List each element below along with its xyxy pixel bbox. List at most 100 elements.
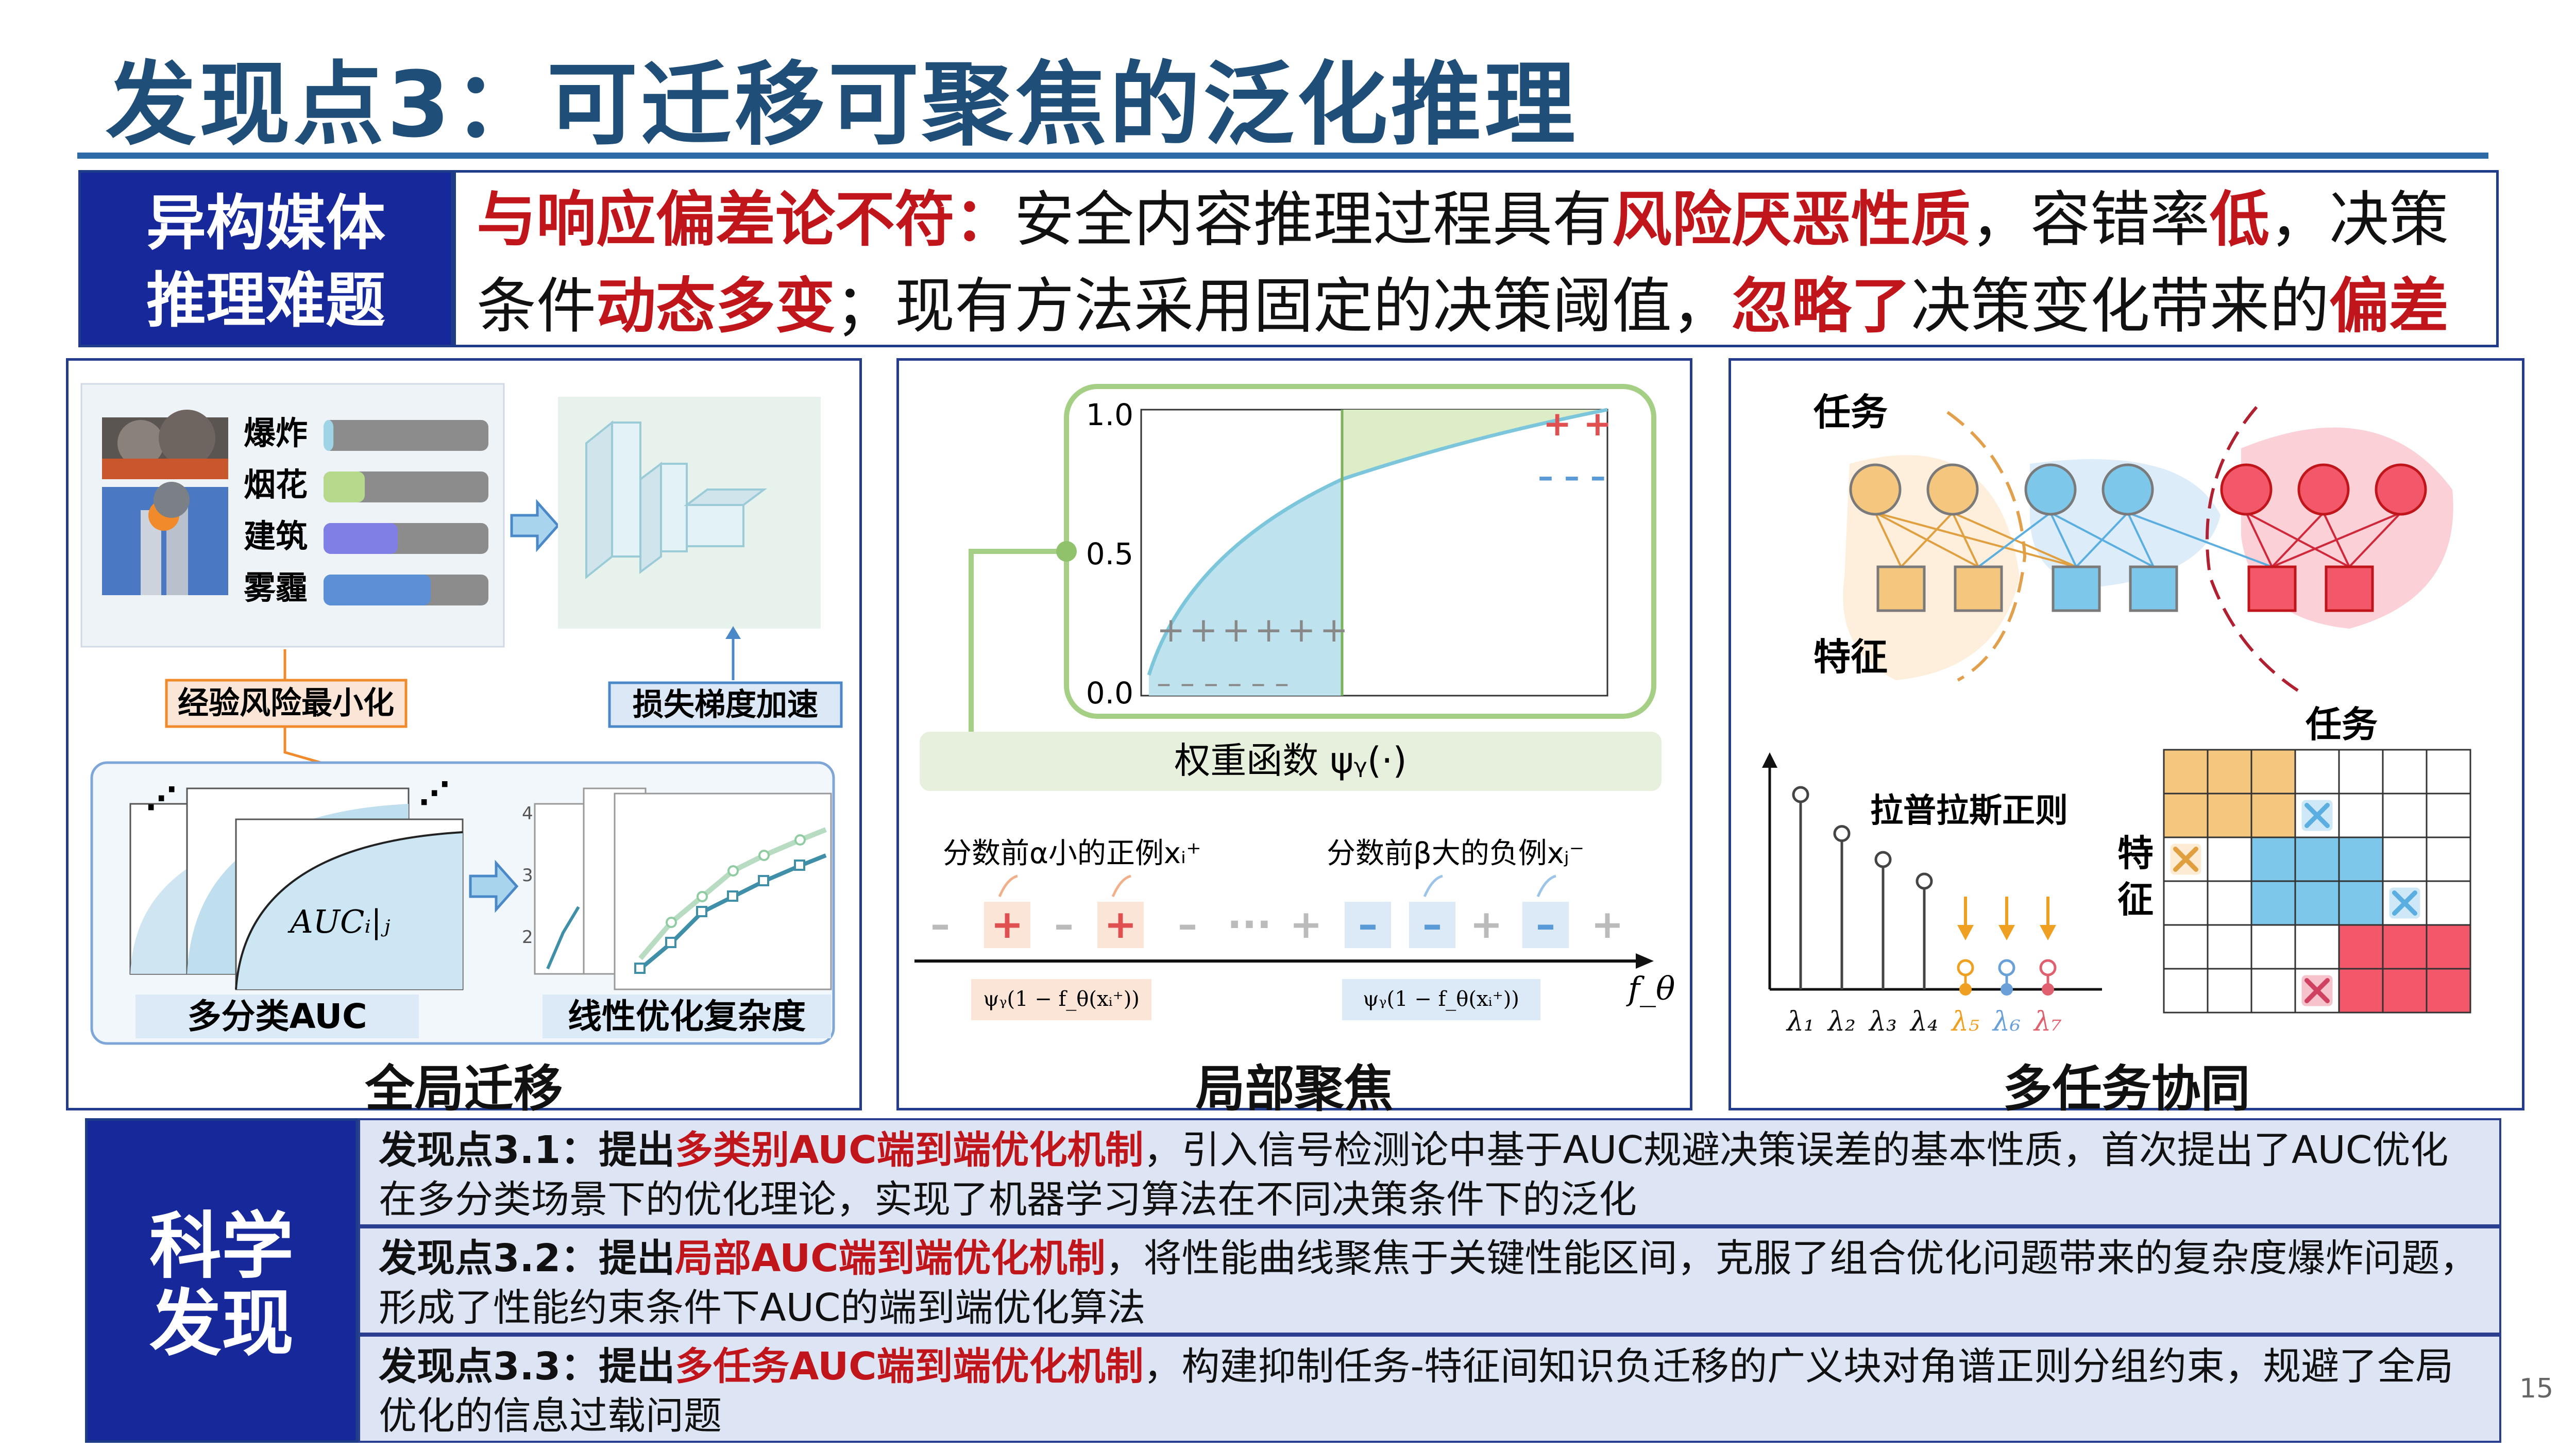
feature-node: [1954, 565, 2003, 612]
matrix-cell: [2382, 749, 2428, 795]
lambda-label: λ₇: [2033, 1006, 2062, 1037]
formula-pos-bg: [971, 979, 1151, 1020]
svg-text:⋰: ⋰: [146, 781, 177, 817]
sample-mark: ···: [1227, 901, 1272, 947]
matrix-cell: [2207, 836, 2252, 882]
curve-fill-green: [1342, 410, 1607, 479]
problem-text-2: 安全内容推理过程具有: [1014, 185, 1612, 255]
tick-0-5: 0.5: [1086, 536, 1133, 571]
weight-fn-label: 权重函数 ψᵧ(·): [1174, 739, 1406, 782]
title-underline: [77, 153, 2488, 159]
matrix-cell: [2163, 793, 2209, 838]
lambda-base: [2001, 983, 2013, 996]
matrix-cell: [2426, 880, 2471, 926]
findings-label: 科学 发现: [85, 1118, 358, 1443]
finding-3-1-text: ，引入信号检测论中基于AUC规避决策误差的基本性质，首次提出了AUC优化在多分类…: [379, 1128, 2449, 1222]
matrix-cell: [2426, 793, 2471, 838]
mini-tick-3: 3: [522, 865, 533, 886]
matrix-cell: [2294, 880, 2340, 926]
arrow-right-icon: [510, 499, 560, 552]
panel-local: 1.0 0.5 0.0 ++++++ – – – – – – + + – – –…: [896, 358, 1692, 1118]
feature-node: [2129, 565, 2178, 612]
graph-edge: [1875, 512, 2077, 568]
task-node: [2375, 463, 2427, 516]
problem-text-10: 决策变化带来的: [1911, 272, 2329, 341]
matrix-cell: [2294, 749, 2340, 795]
lambda-label: λ₅: [1951, 1006, 1979, 1037]
tick-0-0: 0.0: [1086, 676, 1133, 711]
sub-left-label: 多分类AUC: [187, 997, 367, 1036]
category-label: 烟花: [244, 466, 308, 503]
panel-multitask-label: 多任务协同: [2003, 1060, 2250, 1118]
problem-red-11: 偏差: [2329, 272, 2449, 341]
sample-pointer: [1111, 874, 1131, 897]
matrix-cell: [2250, 924, 2296, 970]
category-bar-fill: [324, 575, 431, 605]
lambda-head: [1916, 872, 1933, 890]
sample-box: [1097, 902, 1144, 948]
category-bar-fill: [324, 420, 334, 451]
matrix-cell: [2250, 836, 2296, 882]
feature-node: [2247, 565, 2297, 612]
matrix-cell: [2250, 749, 2296, 795]
graph-edge: [1874, 512, 1902, 567]
matrix-cell: [2207, 924, 2252, 970]
finding-3-2-text: ，将性能曲线聚焦于关键性能区间，克服了组合优化问题带来的复杂度爆炸问题，形成了性…: [379, 1236, 2478, 1330]
sample-mark: –: [1178, 901, 1197, 947]
finding-3-3: 发现点3.3：提出多任务AUC端到端优化机制，构建抑制任务-特征间知识负迁移的广…: [358, 1335, 2501, 1443]
task-node: [2297, 463, 2350, 516]
matrix-cell: [2382, 968, 2428, 1014]
lambda-head: [1874, 851, 1892, 868]
plus-row: ++++++: [1157, 610, 1352, 650]
page-number: 15: [2519, 1373, 2554, 1404]
problem-red-1: 与响应偏差论不符：: [477, 185, 1014, 255]
finding-3-1-head: 发现点3.1：提出: [379, 1128, 675, 1172]
arrow-up-icon: [725, 626, 741, 639]
matrix-cell: [2338, 749, 2384, 795]
task-feature-graph: [1849, 463, 2427, 612]
graph-edge: [1900, 512, 1954, 568]
tag-right-box: [608, 681, 843, 728]
matrix-cell: [2338, 880, 2384, 926]
matrix-cell: [2338, 968, 2384, 1014]
stem-arrow-icon: [1762, 752, 1777, 768]
local-figure: 1.0 0.5 0.0 ++++++ – – – – – – + + – – –…: [914, 384, 1675, 1020]
panel-global-label: 全局迁移: [365, 1060, 563, 1118]
matrix-cell: [2338, 836, 2384, 882]
top-minus: – – –: [1538, 459, 1606, 495]
lambda-label: λ₂: [1827, 1006, 1856, 1037]
arrow-down-icon: [2040, 925, 2056, 940]
task-node: [2024, 463, 2077, 516]
laplace-label: 拉普拉斯正则: [1870, 792, 2068, 830]
findings-label-line2: 发现: [149, 1282, 294, 1366]
lambda-label: λ₁: [1786, 1006, 1815, 1037]
problem-text-4: ，容错率: [1971, 185, 2210, 255]
matrix-cell: [2338, 924, 2384, 970]
matrix-cell: [2207, 880, 2252, 926]
graph-edge: [2049, 512, 2077, 567]
problem-red-3: 风险厌恶性质: [1612, 185, 1971, 255]
task-node: [1926, 463, 1979, 516]
finding-3-2: 发现点3.2：提出局部AUC端到端优化机制，将性能曲线聚焦于关键性能区间，克服了…: [358, 1226, 2501, 1335]
sample-mark: +: [1591, 901, 1624, 947]
arrow-right-2-icon: [469, 860, 519, 913]
formula-neg-bg: [1342, 979, 1540, 1020]
sample-pointer: [1423, 874, 1443, 897]
graph-edge: [2127, 512, 2155, 567]
sample-mark: –: [1054, 901, 1074, 947]
finding-3-2-highlight: 局部AUC端到端优化机制: [675, 1236, 1106, 1280]
sub-right-bg: [543, 995, 831, 1038]
lambda-label: λ₄: [1909, 1006, 1938, 1037]
lambda-head: [1998, 959, 2015, 976]
graph-edge: [2272, 512, 2401, 568]
photo-explosion: [102, 410, 228, 479]
matrix-cell: [2294, 836, 2340, 882]
lambda-head: [1833, 825, 1851, 843]
sample-box: [1409, 902, 1455, 948]
problem-red-5: 低: [2210, 185, 2269, 255]
matrix-cell: [2294, 924, 2340, 970]
